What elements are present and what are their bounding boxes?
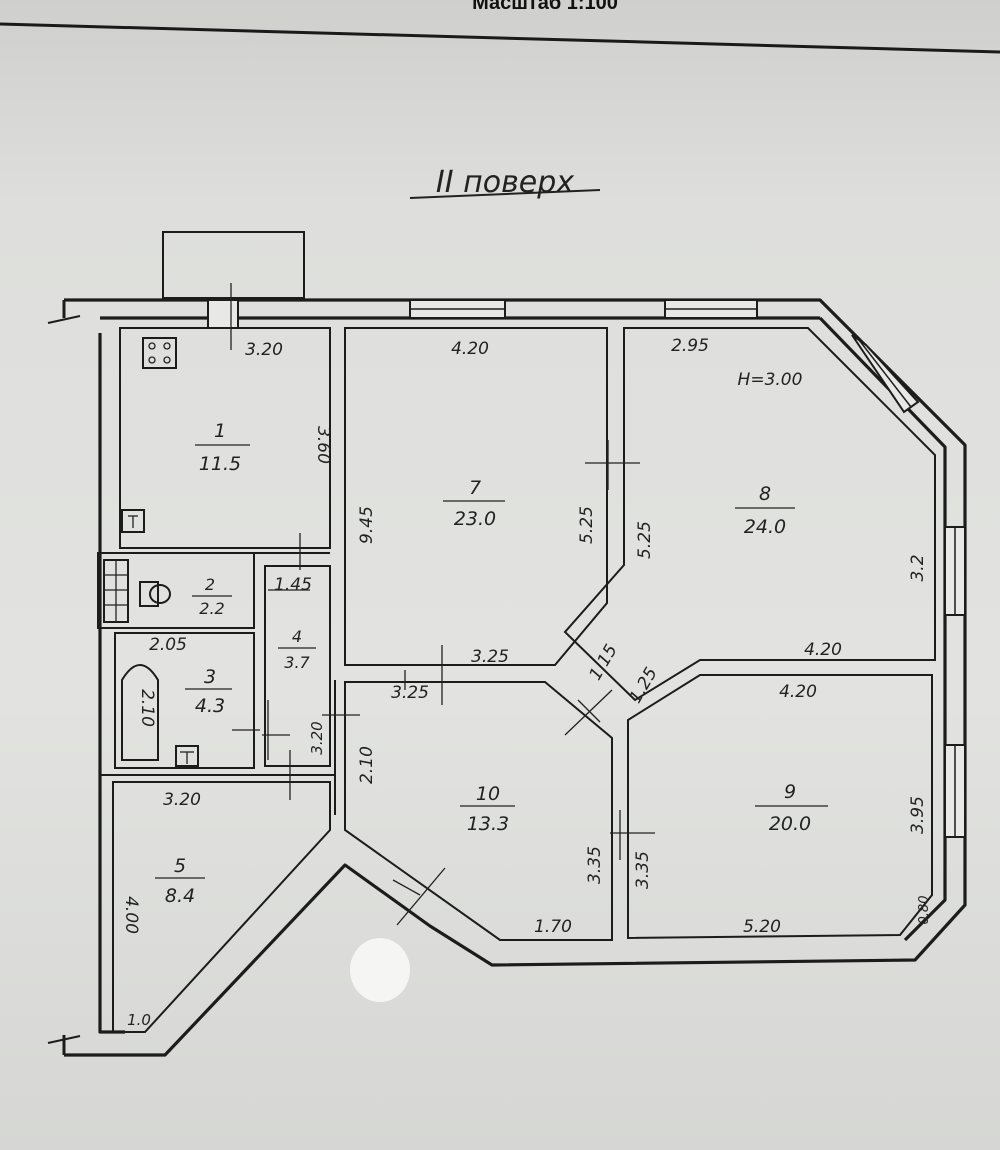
dim-room7-bottom: 3.25 <box>471 647 509 667</box>
dim-room3-width: 2.05 <box>149 635 187 655</box>
balcony <box>162 231 305 299</box>
room-1-area: 11.5 <box>199 453 241 475</box>
room-2-number: 2 <box>205 575 215 594</box>
dim-room5-top: 3.20 <box>163 790 201 810</box>
dim-room8-left: 5.25 <box>635 521 655 559</box>
room-5-area: 8.4 <box>165 885 195 907</box>
dim-room9-bottom: 5.20 <box>743 917 781 937</box>
bathtub-icon <box>121 664 159 761</box>
dim-room3-height: 2.10 <box>137 689 157 727</box>
room-9-number: 9 <box>784 781 796 803</box>
sink-icon <box>121 509 145 533</box>
room-2-area: 2.2 <box>199 599 224 618</box>
fixtures <box>103 337 199 767</box>
dim-room7-height: 9.45 <box>357 506 377 544</box>
dim-room8-bottom: 4.20 <box>804 640 842 660</box>
room-4-number: 4 <box>292 627 302 646</box>
dim-room7-width: 4.20 <box>451 339 489 359</box>
room-9-outline <box>627 674 933 940</box>
dim-room9-left: 3.35 <box>633 851 653 889</box>
dim-room2-width: 1.45 <box>274 575 312 595</box>
room-5-number: 5 <box>174 855 186 877</box>
room-9-area: 20.0 <box>769 813 811 835</box>
room-4-outline <box>264 565 331 767</box>
scale-label: Масштаб 1:100 <box>472 0 618 14</box>
dim-corridor-diag-2: 1.25 <box>626 664 662 707</box>
room-10-outline <box>344 681 613 941</box>
windows <box>207 299 966 838</box>
glare-spot <box>350 938 410 1002</box>
room-10-area: 13.3 <box>467 813 509 835</box>
dim-room10-right: 3.35 <box>585 846 605 884</box>
toilet-icon <box>139 581 159 607</box>
room-10-number: 10 <box>476 783 500 805</box>
ceiling-height-label: H=3.00 <box>738 370 803 390</box>
dim-room10-left: 2.10 <box>357 746 377 784</box>
room-8-area: 24.0 <box>744 516 786 538</box>
floor-title-underline <box>409 189 601 199</box>
room-7-area: 23.0 <box>454 508 496 530</box>
stove-icon <box>142 337 177 369</box>
room-1-number: 1 <box>214 420 226 442</box>
room-2-outline <box>97 552 255 629</box>
dim-room9-top: 4.20 <box>779 682 817 702</box>
dim-room7-right: 5.25 <box>577 506 597 544</box>
header-rule <box>0 22 1000 54</box>
room-3-area: 4.3 <box>195 695 225 717</box>
dim-room1-height: 3.60 <box>313 426 333 464</box>
washbasin-icon <box>175 745 199 767</box>
dim-corridor-diag-1: 1.15 <box>586 641 622 684</box>
room-3-outline <box>114 632 255 769</box>
dim-room1-width: 3.20 <box>245 340 283 360</box>
room-7-number: 7 <box>469 477 481 499</box>
dim-room10-top: 3.25 <box>391 683 429 703</box>
outer-walls <box>47 298 967 1057</box>
room-5-outline <box>112 781 331 1033</box>
interior-walls <box>97 327 936 1033</box>
room-labels: 1 11.5 2 2.2 3 4.3 4 3.7 5 8.4 7 23.0 8 … <box>155 370 828 907</box>
dim-room5-bottom: 1.0 <box>127 1011 151 1029</box>
room-3-number: 3 <box>204 666 216 688</box>
door-marks <box>230 283 655 926</box>
dim-room4-width: 3.20 <box>308 721 326 754</box>
dim-room9-right: 3.95 <box>908 796 928 834</box>
room-8-outline <box>563 327 936 702</box>
dimension-labels: 3.20 3.60 4.20 9.45 5.25 2.95 5.25 3.2 1… <box>121 336 932 1029</box>
room-4-area: 3.7 <box>284 653 310 672</box>
dim-room5-left: 4.00 <box>121 896 141 934</box>
room-1-outline <box>119 327 331 549</box>
room-7-outline <box>344 327 608 666</box>
dim-room10-bottom: 1.70 <box>534 917 572 937</box>
dim-room8-right: 3.2 <box>908 554 928 581</box>
dim-room9-corner: 0.80 <box>917 896 932 925</box>
room-8-number: 8 <box>759 483 771 505</box>
dim-room8-top: 2.95 <box>671 336 709 356</box>
